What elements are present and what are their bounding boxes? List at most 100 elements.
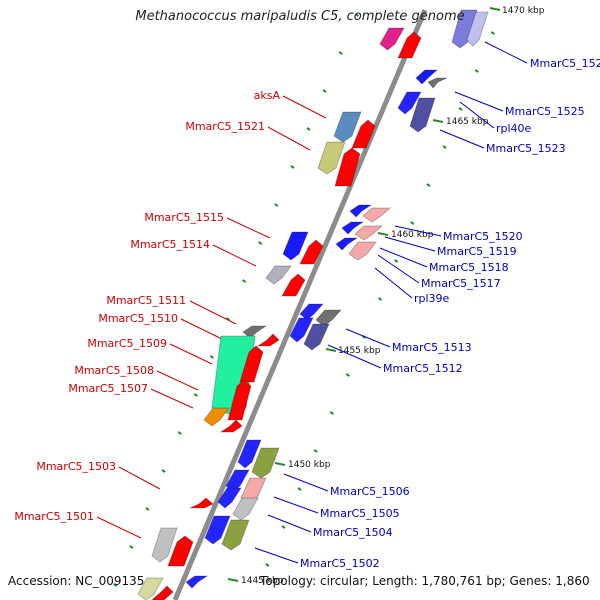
minor-tick: [345, 373, 350, 377]
gene-label: MmarC5_1519: [437, 245, 517, 258]
gene-label: MmarC5_1501: [14, 510, 94, 523]
major-tick: [489, 7, 501, 11]
tick-label: 1465 kbp: [446, 117, 489, 127]
gene-shape: [185, 575, 209, 589]
gene-label: MmarC5_1513: [392, 341, 472, 354]
gene-shape: [299, 239, 324, 265]
gene-label: aksA: [254, 89, 281, 102]
gene-shape: [232, 497, 259, 521]
gene-shape: [251, 447, 280, 479]
leader-line: [118, 466, 161, 490]
map-title: Methanococcus maripaludis C5, complete g…: [135, 9, 465, 24]
gene-shape: [427, 77, 448, 89]
leader-line: [384, 236, 436, 252]
leader-line: [439, 129, 485, 149]
tick-labels: 1470 kbp 1465 kbp 1460 kbp 1455 kbp 1450…: [241, 6, 545, 586]
minor-tick: [474, 69, 479, 73]
gene-label: MmarC5_1509: [87, 337, 167, 350]
gene-shape: [289, 317, 314, 343]
gene-label: MmarC5_1505: [320, 507, 400, 520]
gene-shape: [227, 379, 252, 421]
minor-tick: [338, 51, 343, 55]
gene-shape: [242, 325, 268, 339]
major-tick: [274, 462, 286, 466]
gene-shape: [335, 237, 359, 251]
gene-shape: [167, 535, 194, 567]
leader-line: [150, 388, 194, 409]
minor-tick: [193, 393, 198, 397]
leader-line: [379, 247, 428, 268]
leader-line: [212, 244, 257, 267]
minor-tick: [322, 89, 327, 93]
gene-label: MmarC5_1521: [185, 120, 265, 133]
genome-backbone: [172, 9, 428, 600]
minor-tick: [209, 355, 214, 359]
gene-label: rpl39e: [414, 292, 450, 305]
minor-tick: [313, 449, 318, 453]
minor-tick: [306, 127, 311, 131]
gene-shape: [282, 231, 309, 261]
gene-shape: [204, 515, 231, 545]
leader-line: [96, 516, 142, 539]
gene-shape: [333, 111, 362, 143]
gene-label: MmarC5_1508: [74, 364, 154, 377]
leader-line: [282, 95, 327, 119]
minor-tick: [225, 317, 231, 321]
gene-features: [137, 9, 489, 600]
leader-line: [283, 473, 329, 492]
minor-tick: [378, 297, 383, 301]
minor-tick: [242, 279, 247, 283]
gene-label: MmarC5_1503: [36, 460, 116, 473]
leader-line: [377, 254, 420, 284]
gene-shape: [151, 527, 178, 563]
minor-tick: [426, 183, 431, 187]
gene-shape: [303, 323, 330, 351]
gene-label: rpl40e: [496, 122, 532, 135]
leader-line: [189, 300, 237, 325]
leader-line: [394, 225, 442, 237]
gene-shape: [189, 497, 214, 509]
gene-shape: [265, 265, 292, 285]
gene-shape: [203, 407, 230, 427]
gene-shape: [317, 141, 346, 175]
gene-label: MmarC5_1523: [486, 142, 566, 155]
leader-line: [327, 344, 382, 369]
minor-tick: [394, 259, 399, 263]
genome-summary-text: Topology: circular; Length: 1,780,761 bp…: [260, 574, 590, 588]
minor-tick: [354, 13, 359, 17]
gene-shape: [221, 519, 250, 551]
tick-marks: [113, 7, 501, 587]
gene-shape: [351, 119, 376, 149]
tick-label: 1445 kbp: [241, 576, 284, 586]
leader-line: [374, 267, 413, 299]
gene-shape: [348, 241, 377, 261]
minor-tick: [258, 241, 263, 245]
gene-label: MmarC5_1525: [505, 105, 585, 118]
tick-label: 1450 kbp: [288, 460, 331, 470]
minor-tick: [490, 31, 495, 35]
gene-shape: [341, 221, 365, 235]
gene-shape: [362, 207, 392, 223]
gene-shape: [415, 69, 439, 85]
tick-label: 1460 kbp: [391, 230, 434, 240]
minor-tick: [145, 507, 150, 511]
gene-shape: [315, 309, 343, 327]
gene-label: MmarC5_1515: [144, 211, 224, 224]
gene-label: MmarC5_1511: [106, 294, 186, 307]
major-tick: [227, 578, 239, 582]
gene-label: MmarC5_1507: [68, 382, 148, 395]
leader-line: [273, 496, 319, 514]
gene-label: MmarC5_1512: [383, 362, 463, 375]
gene-shape: [466, 11, 489, 47]
major-tick: [432, 119, 444, 123]
gene-shape: [354, 225, 384, 241]
gene-shape: [397, 31, 422, 59]
gene-shape: [349, 204, 373, 218]
label-leaders: [96, 41, 528, 564]
accession-text: Accession: NC_009135: [8, 574, 145, 588]
gene-shape: [379, 27, 405, 51]
minor-tick: [442, 145, 447, 149]
minor-tick: [113, 583, 118, 587]
minor-tick: [329, 411, 334, 415]
